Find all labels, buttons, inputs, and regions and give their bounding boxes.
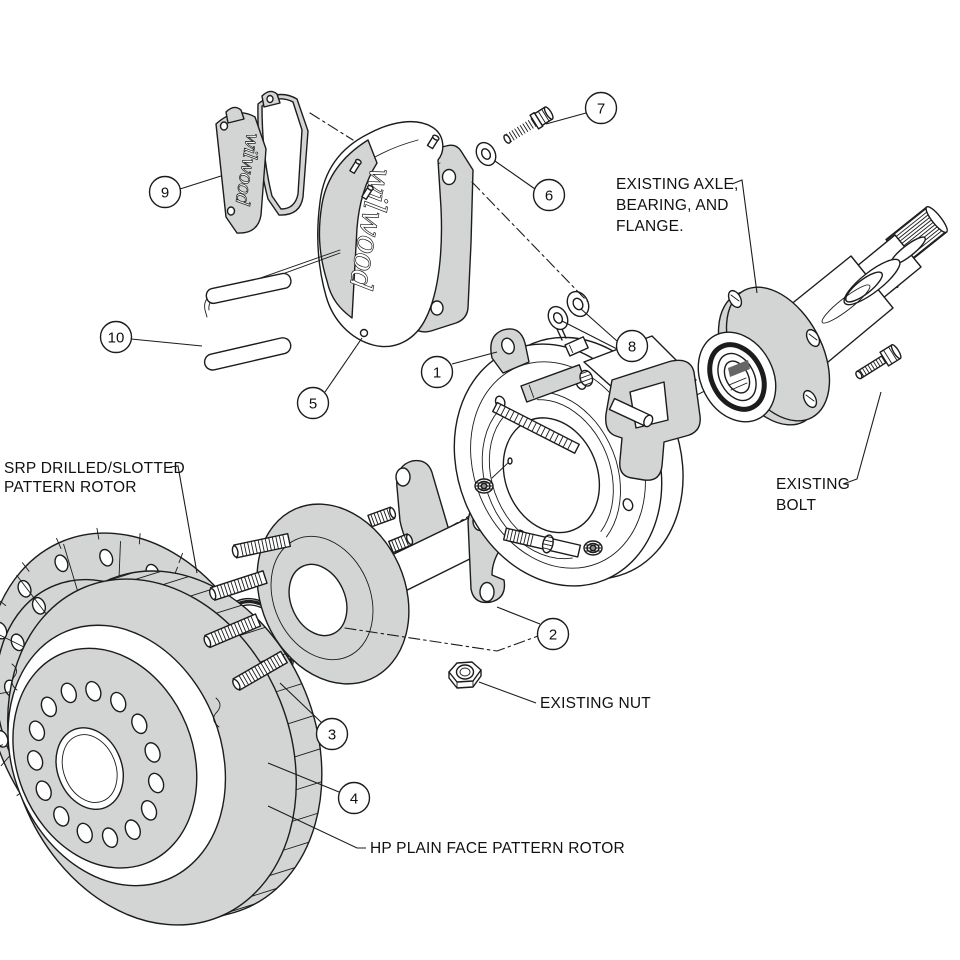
pad-retainer-hardware [203, 249, 341, 371]
svg-text:8: 8 [628, 339, 636, 356]
brake-pads: wilwood [215, 90, 309, 234]
callout-7: 7 [584, 91, 618, 125]
svg-text:9: 9 [161, 185, 169, 202]
shoe-hold-down-springs [474, 457, 603, 556]
svg-text:5: 5 [309, 396, 317, 413]
callout-4: 4 [337, 781, 371, 815]
callout-1: 1 [420, 355, 454, 389]
callout-3: 3 [315, 717, 349, 751]
svg-text:BOLT: BOLT [776, 497, 816, 514]
svg-text:BEARING, AND: BEARING, AND [616, 197, 729, 214]
svg-text:PATTERN ROTOR: PATTERN ROTOR [4, 479, 137, 496]
rotor-break-lines [11, 663, 221, 728]
caliper-assembly: wilwood [317, 121, 474, 348]
svg-text:1: 1 [433, 365, 441, 382]
text-labels: EXISTING AXLE, BEARING, AND FLANGE. EXIS… [4, 176, 850, 857]
callout-9: 9 [148, 175, 182, 209]
return-spring [492, 401, 580, 454]
crossover-fitting-icon [426, 134, 440, 150]
callout-10: 10 [99, 320, 133, 354]
svg-text:3: 3 [328, 727, 336, 744]
leader-lines [130, 112, 882, 849]
svg-text:7: 7 [597, 101, 605, 118]
flat-washers-8 [547, 290, 590, 331]
callout-2: 2 [536, 617, 570, 651]
svg-text:4: 4 [350, 791, 358, 808]
label-hp-rotor: HP PLAIN FACE PATTERN ROTOR [370, 840, 625, 857]
callout-5: 5 [296, 386, 330, 420]
label-existing-nut: EXISTING NUT [540, 695, 651, 712]
label-existing-axle: EXISTING AXLE, [616, 176, 739, 193]
svg-text:6: 6 [545, 188, 553, 205]
callout-balloons: 1 2 3 4 5 6 7 8 9 10 [99, 91, 649, 815]
svg-text:10: 10 [108, 330, 125, 347]
hp-plain-face-rotor [7, 570, 323, 926]
parking-brake-lever [520, 364, 594, 403]
existing-bolt-part [855, 344, 902, 380]
hub [256, 503, 410, 685]
hub-rear-studs [367, 506, 414, 554]
adjuster-assembly [502, 527, 582, 558]
backing-plate-assembly [453, 310, 701, 587]
axle-bearing [697, 331, 777, 423]
svg-text:2: 2 [549, 627, 557, 644]
existing-axle-assembly [697, 206, 948, 426]
callout-6: 6 [532, 178, 566, 212]
caliper-bolt [503, 106, 554, 144]
label-existing-bolt: EXISTING [776, 476, 850, 493]
svg-text:FLANGE.: FLANGE. [616, 218, 684, 235]
bleed-screw-icon [361, 184, 374, 201]
clevis-pin [608, 397, 654, 428]
wheel-studs [203, 532, 292, 691]
callout-8: 8 [615, 329, 649, 363]
label-srp-rotor: SRP DRILLED/SLOTTED [4, 460, 185, 477]
bleed-screw-icon [349, 158, 362, 175]
existing-nut-part [448, 661, 482, 689]
caliper-bolt-washer [475, 141, 497, 167]
